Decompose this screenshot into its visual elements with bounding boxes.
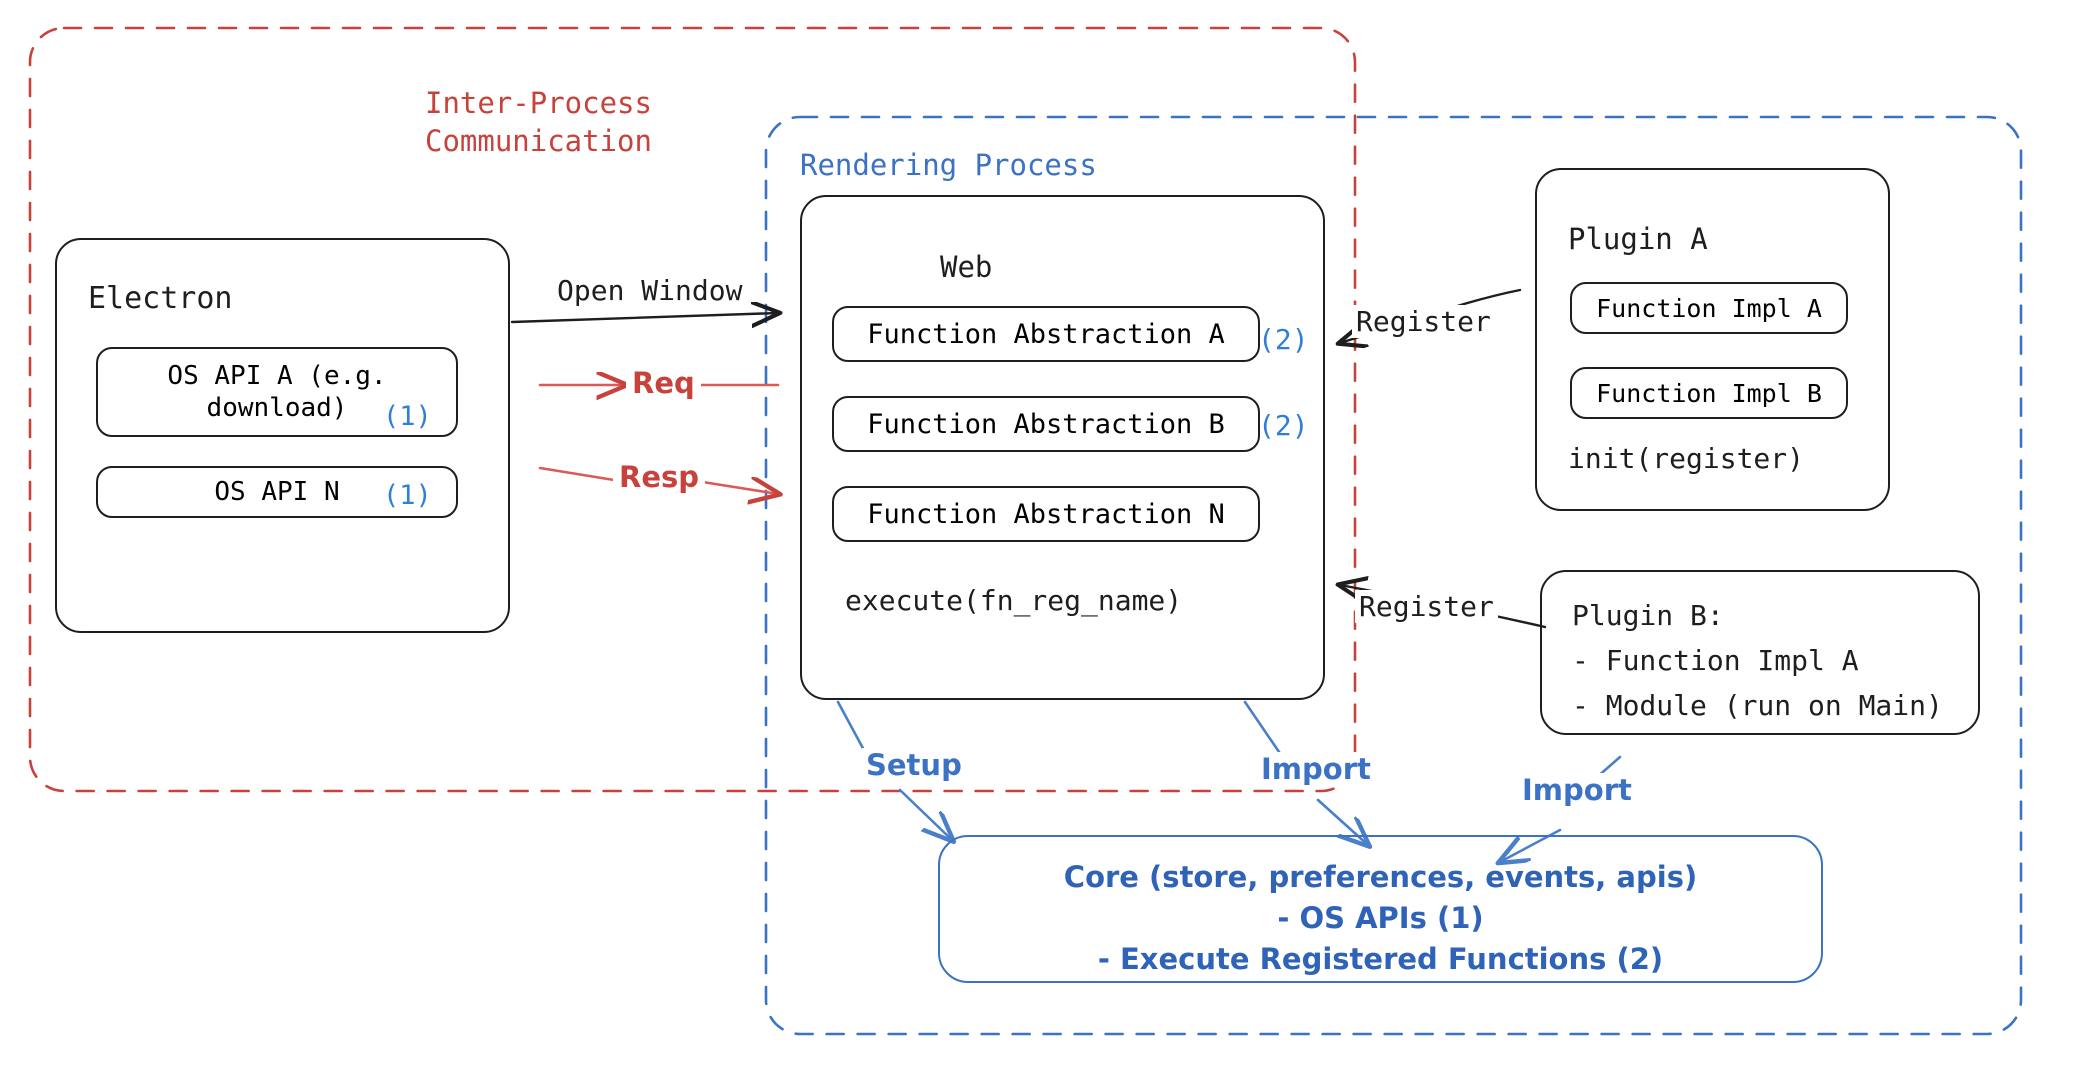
- plugin-a-function-impl-a-box[interactable]: Function Impl A: [1570, 282, 1848, 334]
- plugin-a-function-impl-b-box[interactable]: Function Impl B: [1570, 367, 1848, 419]
- os-api-a-label: OS API A (e.g. download): [167, 360, 387, 424]
- ipc-container-label: Inter-Process Communication: [425, 86, 652, 159]
- function-abstraction-n-label: Function Abstraction N: [867, 498, 1225, 530]
- edge-label-register-plugin-b: Register: [1355, 590, 1498, 623]
- os-api-n-box[interactable]: OS API N: [96, 466, 458, 518]
- edge-label-register-plugin-a: Register: [1352, 305, 1495, 338]
- function-abstraction-n-box[interactable]: Function Abstraction N: [832, 486, 1260, 542]
- function-abstraction-a-badge: (2): [1258, 323, 1309, 356]
- function-abstraction-a-label: Function Abstraction A: [867, 318, 1225, 350]
- plugin-b-title: Plugin B:: [1572, 599, 1724, 632]
- electron-title: Electron: [88, 281, 233, 316]
- os-api-n-badge: (1): [380, 478, 435, 514]
- plugin-a-box[interactable]: [1535, 168, 1890, 511]
- function-abstraction-b-badge: (2): [1258, 409, 1309, 442]
- electron-box[interactable]: [55, 238, 510, 633]
- web-title: Web: [940, 250, 993, 284]
- function-abstraction-b-box[interactable]: Function Abstraction B: [832, 396, 1260, 452]
- edge-label-resp: Resp: [613, 460, 706, 494]
- core-label: Core (store, preferences, events, apis) …: [1063, 860, 1698, 977]
- plugin-b-line-2: - Module (run on Main): [1572, 689, 1943, 722]
- edge-label-import-web: Import: [1257, 752, 1375, 786]
- web-execute-footer: execute(fn_reg_name): [845, 584, 1183, 617]
- os-api-n-label: OS API N: [214, 477, 340, 507]
- plugin-a-title: Plugin A: [1568, 222, 1708, 256]
- edge-label-import-plugin: Import: [1518, 773, 1636, 807]
- plugin-b-line-1: - Function Impl A: [1572, 644, 1859, 677]
- edge-label-setup: Setup: [862, 748, 966, 782]
- os-api-a-box[interactable]: OS API A (e.g. download): [96, 347, 458, 437]
- edge-label-req: Req: [626, 366, 701, 400]
- plugin-b-box[interactable]: [1540, 570, 1980, 735]
- rendering-process-label: Rendering Process: [800, 148, 1097, 182]
- edge-label-open-window: Open Window: [557, 274, 743, 307]
- plugin-a-function-impl-a-label: Function Impl A: [1596, 293, 1822, 323]
- arrow-open-window: [510, 313, 778, 322]
- plugin-a-footer: init(register): [1568, 442, 1805, 475]
- os-api-a-badge: (1): [380, 399, 435, 435]
- function-abstraction-b-label: Function Abstraction B: [867, 408, 1225, 440]
- core-box[interactable]: [938, 835, 1823, 983]
- web-box[interactable]: [800, 195, 1325, 700]
- function-abstraction-a-box[interactable]: Function Abstraction A: [832, 306, 1260, 362]
- plugin-a-function-impl-b-label: Function Impl B: [1596, 378, 1822, 408]
